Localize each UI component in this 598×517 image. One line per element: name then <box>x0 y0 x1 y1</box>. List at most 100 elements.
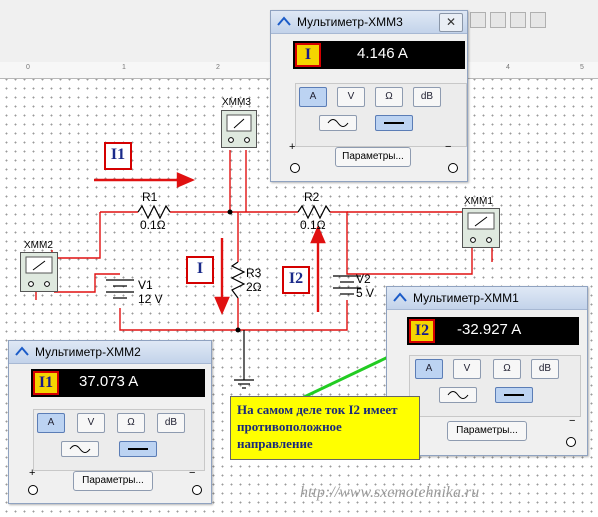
r1-value: 0.1Ω <box>140 218 166 232</box>
meter-icon <box>15 346 29 356</box>
r3-value: 2Ω <box>246 280 262 294</box>
mode-ampere-button[interactable]: A <box>299 87 327 107</box>
params-button[interactable]: Параметры... <box>73 471 153 491</box>
arrow-i-head <box>214 296 230 316</box>
wire <box>119 300 348 331</box>
params-button[interactable]: Параметры... <box>447 421 527 441</box>
ac-wave-icon <box>327 119 349 127</box>
plus-terminal: + <box>29 467 36 479</box>
multimeter-xmm3-window[interactable]: Мультиметр-XMM3 ✕ I 4.146 A A V Ω dB + П… <box>270 10 468 182</box>
title-bar[interactable]: Мультиметр-XMM1 <box>387 287 587 310</box>
reading-display: I2 -32.927 A <box>407 317 579 345</box>
minus-terminal: − <box>569 415 576 427</box>
wire <box>330 211 348 264</box>
window-title: Мультиметр-XMM1 <box>413 291 519 305</box>
terminal-jack <box>566 437 576 447</box>
minus-terminal: − <box>445 141 452 153</box>
ruler-tick: 0 <box>26 64 30 71</box>
meter-icon <box>393 292 407 302</box>
reading-tag: I1 <box>33 371 59 395</box>
explanation-note: На самом деле ток I2 имеет противоположн… <box>230 396 420 460</box>
reading-value: 37.073 A <box>79 373 139 390</box>
v2-name: V2 <box>356 272 371 286</box>
ac-wave-icon <box>69 445 91 453</box>
resistor-r2-symbol <box>297 204 331 220</box>
mode-ohm-button[interactable]: Ω <box>117 413 145 433</box>
v1-name: V1 <box>138 278 153 292</box>
reading-display: I1 37.073 A <box>31 369 205 397</box>
resistor-r1-symbol <box>137 204 171 220</box>
wire <box>346 248 473 275</box>
mode-ohm-button[interactable]: Ω <box>375 87 403 107</box>
arrow-i2-head <box>310 224 326 244</box>
dc-line-icon <box>384 122 404 124</box>
arrow-i1-head <box>176 172 196 188</box>
toolbar-tool-icon[interactable] <box>530 12 546 28</box>
mode-ohm-button[interactable]: Ω <box>493 359 521 379</box>
mode-volt-button[interactable]: V <box>77 413 105 433</box>
title-bar[interactable]: Мультиметр-XMM2 <box>9 341 211 364</box>
minus-terminal: − <box>189 467 196 479</box>
dc-line-icon <box>128 448 148 450</box>
window-title: Мультиметр-XMM2 <box>35 345 141 359</box>
ruler-tick: 5 <box>580 64 584 71</box>
mode-db-button[interactable]: dB <box>413 87 441 107</box>
terminal-jacks <box>290 163 458 173</box>
xmm3-device-icon[interactable] <box>221 110 257 148</box>
r1-name: R1 <box>142 190 158 204</box>
v1-value: 12 V <box>138 292 163 306</box>
ac-wave-icon <box>447 391 469 399</box>
current-label-i1: I1 <box>104 142 132 170</box>
xmm1-device-icon[interactable] <box>462 208 500 248</box>
meter-icon <box>277 16 291 26</box>
reading-display: I 4.146 A <box>293 41 465 69</box>
mode-volt-button[interactable]: V <box>453 359 481 379</box>
r2-name: R2 <box>304 190 320 204</box>
toolbar-hand-icon[interactable] <box>490 12 506 28</box>
junction-dot <box>235 327 241 333</box>
toolbar-tool-icon[interactable] <box>510 12 526 28</box>
reading-value: -32.927 A <box>457 321 522 338</box>
params-button[interactable]: Параметры... <box>335 147 411 167</box>
ruler-tick: 2 <box>216 64 220 71</box>
ac-mode-button[interactable] <box>439 387 477 403</box>
dc-line-icon <box>504 394 524 396</box>
junction-dot <box>227 209 233 215</box>
dc-mode-button[interactable] <box>495 387 533 403</box>
v2-value: 5 V <box>356 286 375 300</box>
reading-tag: I <box>295 43 321 67</box>
mode-db-button[interactable]: dB <box>531 359 559 379</box>
terminal-jacks <box>28 485 202 495</box>
mode-ampere-button[interactable]: A <box>415 359 443 379</box>
dc-mode-button[interactable] <box>119 441 157 457</box>
ac-mode-button[interactable] <box>61 441 99 457</box>
xmm3-label: XMM3 <box>222 97 251 108</box>
ruler-tick: 4 <box>506 64 510 71</box>
dc-mode-button[interactable] <box>375 115 413 131</box>
r3-name: R3 <box>246 266 262 280</box>
xmm2-label: XMM2 <box>24 240 53 251</box>
wire <box>54 273 120 293</box>
reading-value: 4.146 A <box>357 45 408 62</box>
watermark-url: http://www.sxemotehnika.ru <box>300 484 480 501</box>
ruler-tick: 1 <box>122 64 126 71</box>
mode-volt-button[interactable]: V <box>337 87 365 107</box>
wire <box>51 212 101 259</box>
r2-value: 0.1Ω <box>300 218 326 232</box>
window-title: Мультиметр-XMM3 <box>297 15 403 29</box>
close-icon[interactable]: ✕ <box>439 13 463 32</box>
multimeter-xmm2-window[interactable]: Мультиметр-XMM2 I1 37.073 A A V Ω dB + П… <box>8 340 212 504</box>
toolbar-tool-icon[interactable] <box>470 12 486 28</box>
current-label-i: I <box>186 256 214 284</box>
title-bar[interactable]: Мультиметр-XMM3 ✕ <box>271 11 467 34</box>
wire <box>347 211 471 222</box>
resistor-r3-symbol <box>230 261 246 299</box>
ac-mode-button[interactable] <box>319 115 357 131</box>
xmm1-label: XMM1 <box>464 196 493 207</box>
mode-db-button[interactable]: dB <box>157 413 185 433</box>
plus-terminal: + <box>289 141 296 153</box>
xmm2-device-icon[interactable] <box>20 252 58 292</box>
reading-tag: I2 <box>409 319 435 343</box>
mode-ampere-button[interactable]: A <box>37 413 65 433</box>
